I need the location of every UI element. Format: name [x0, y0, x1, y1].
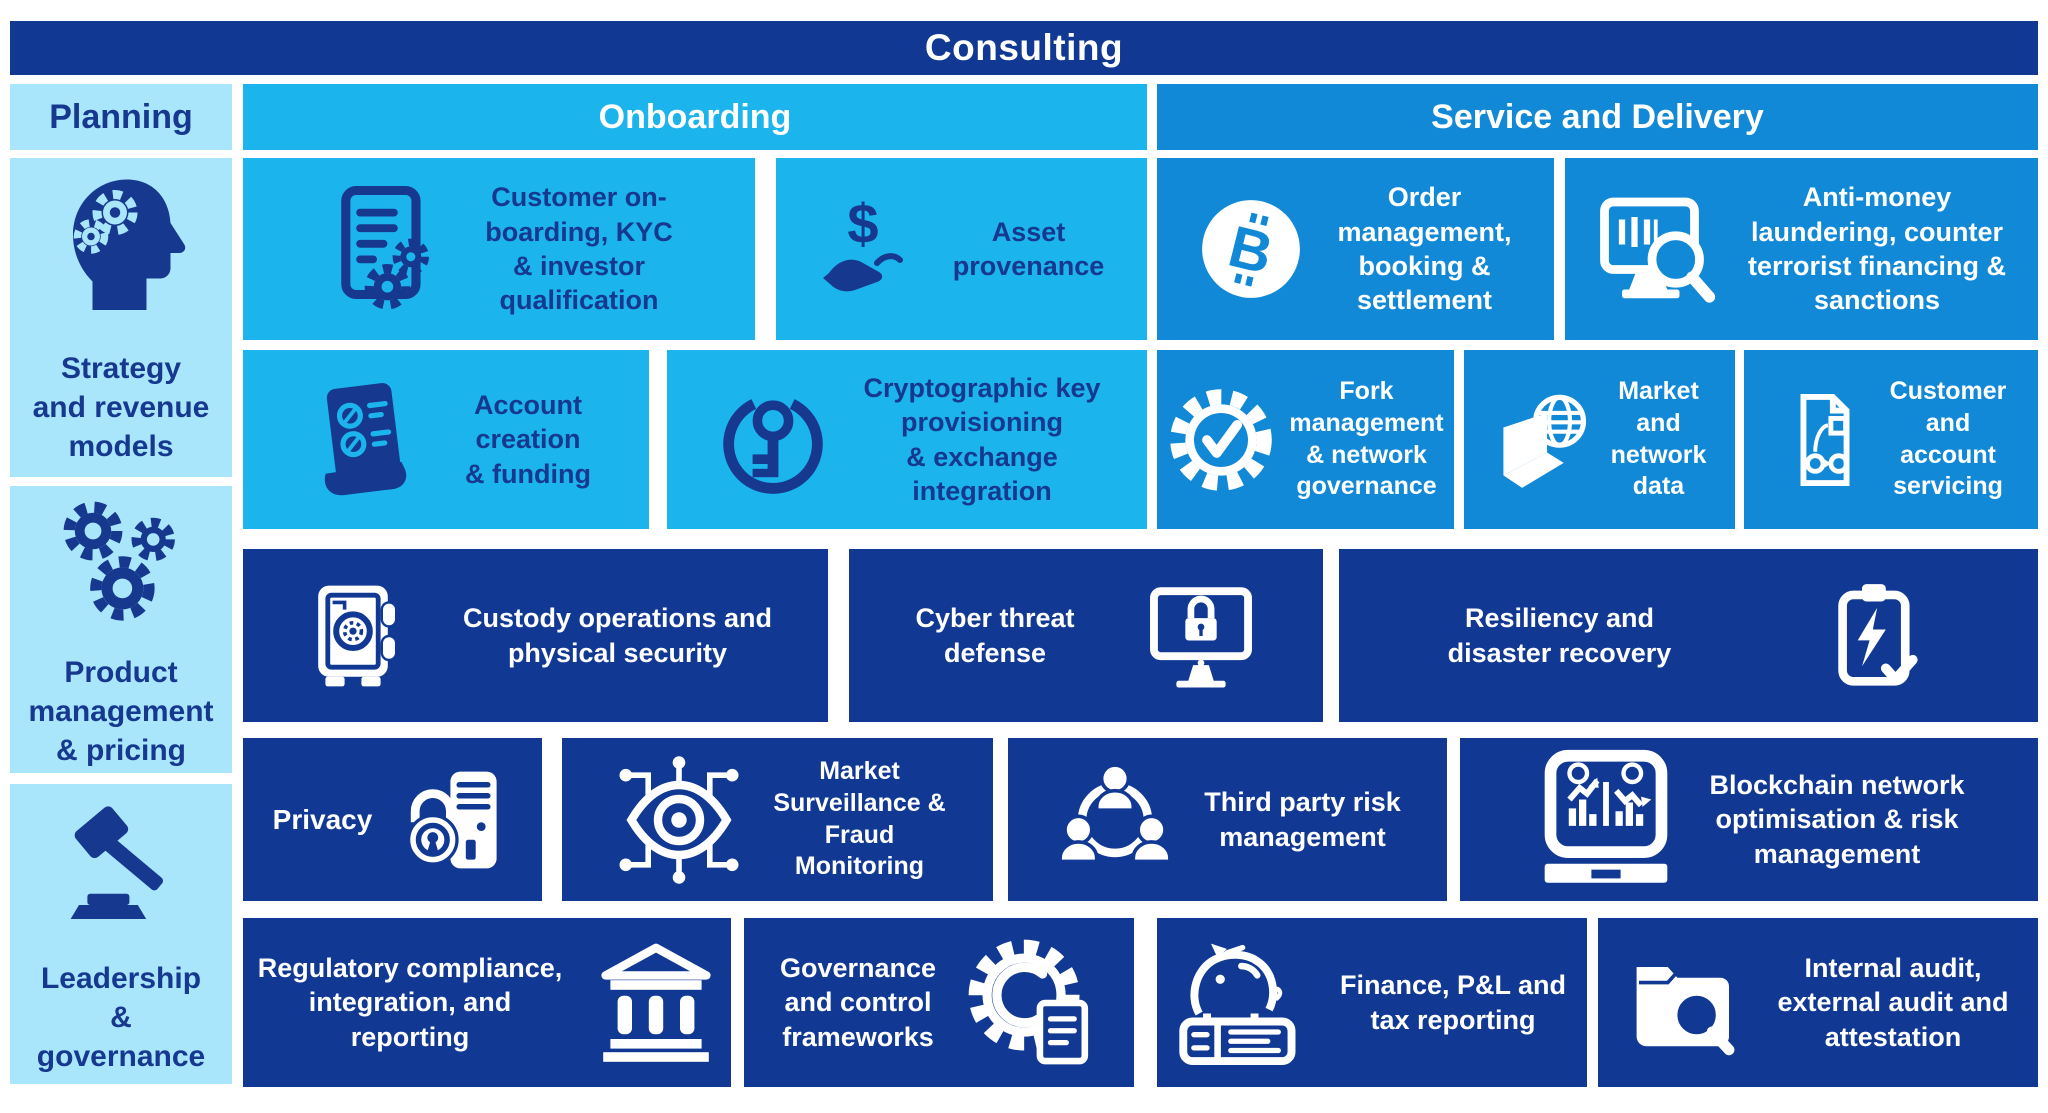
- tile-label: Account creation & funding: [465, 390, 591, 489]
- header-service-and-delivery: Service and Delivery: [1157, 84, 2038, 150]
- gavel-icon: [51, 793, 191, 933]
- monitor-charts-icon: [1533, 747, 1679, 893]
- gear-document-icon: [966, 937, 1098, 1069]
- folder-magnifier-icon: [1627, 943, 1747, 1063]
- tile-label: Internal audit, external audit and attes…: [1777, 953, 2009, 1052]
- header-planning-label: Planning: [49, 97, 193, 136]
- key-icon: [713, 380, 833, 500]
- tile-internal-external-audit: Internal audit, external audit and attes…: [1598, 918, 2038, 1087]
- tile-resiliency-disaster-recovery: Resiliency and disaster recovery: [1339, 549, 2038, 722]
- tile-label: Leadership & governance: [36, 961, 206, 1073]
- tile-label: Privacy: [272, 803, 373, 835]
- tile-label: Market Surveillance & Fraud Monitoring: [773, 757, 946, 881]
- tile-third-party-risk: Third party risk management: [1008, 738, 1447, 901]
- document-gears-icon: [325, 184, 455, 314]
- head-gears-icon: [46, 169, 196, 319]
- tile-cyber-threat-defense: Cyber threat defense: [849, 549, 1323, 722]
- tile-label: Fork management & network governance: [1289, 377, 1444, 501]
- laptop-globe-icon: [1493, 388, 1597, 492]
- tile-market-surveillance-fraud: Market Surveillance & Fraud Monitoring: [562, 738, 993, 901]
- page-title: Consulting: [924, 27, 1124, 68]
- tile-anti-money-laundering: Anti-money laundering, counter terrorist…: [1565, 158, 2038, 340]
- header-onboarding-label: Onboarding: [598, 97, 792, 136]
- tile-blockchain-network-optimisation: Blockchain network optimisation & risk m…: [1460, 738, 2038, 901]
- tile-label: Anti-money laundering, counter terrorist…: [1747, 182, 2007, 316]
- tile-label: Customer and account servicing: [1889, 377, 2007, 501]
- bank-icon: [596, 943, 716, 1063]
- tile-customer-onboarding-kyc: Customer on- boarding, KYC & investor qu…: [243, 158, 755, 340]
- tile-finance-pl-tax: Finance, P&L and tax reporting: [1157, 918, 1587, 1087]
- tile-label: Cryptographic key provisioning & exchang…: [863, 372, 1101, 506]
- tile-privacy: Privacy: [243, 738, 542, 901]
- eye-network-icon: [609, 750, 749, 890]
- bitcoin-icon: B: [1199, 197, 1303, 301]
- svg-text:$: $: [847, 194, 878, 255]
- tile-leadership-governance: Leadership & governance: [10, 784, 232, 1084]
- tile-label: Product management & pricing: [28, 656, 214, 767]
- tile-label: Governance and control frameworks: [779, 953, 937, 1052]
- tile-governance-control-frameworks: Governance and control frameworks: [744, 918, 1134, 1087]
- tile-label: Third party risk management: [1204, 787, 1401, 852]
- tile-product-management-pricing: Product management & pricing: [10, 486, 232, 773]
- tile-label: Strategy and revenue models: [32, 352, 210, 463]
- monitor-lock-icon: [1145, 580, 1257, 692]
- safe-icon: [299, 576, 419, 696]
- tile-label: Cyber threat defense: [915, 603, 1075, 668]
- gears-icon: [51, 489, 191, 629]
- tile-label: Finance, P&L and tax reporting: [1339, 970, 1567, 1035]
- tile-label: Blockchain network optimisation & risk m…: [1709, 770, 1965, 869]
- tile-custody-operations: Custody operations and physical security: [243, 549, 828, 722]
- tile-label: Resiliency and disaster recovery: [1447, 603, 1672, 668]
- piggybank-books-icon: [1178, 937, 1310, 1069]
- tile-label: Asset provenance: [952, 216, 1105, 281]
- consulting-banner: Consulting: [10, 21, 2038, 75]
- tile-asset-provenance: $ Asset provenance: [776, 158, 1147, 340]
- tile-label: Order management, booking & settlement: [1337, 182, 1512, 316]
- tile-label: Regulatory compliance, integration, and …: [257, 953, 563, 1052]
- tile-label: Market and network data: [1610, 377, 1707, 501]
- tile-regulatory-compliance: Regulatory compliance, integration, and …: [243, 918, 731, 1087]
- monitor-magnifier-icon: [1597, 187, 1722, 312]
- tile-label: Custody operations and physical security: [462, 603, 773, 668]
- header-onboarding: Onboarding: [243, 84, 1147, 150]
- document-flowchart-icon: [1776, 391, 1874, 489]
- clipboard-lightning-icon: [1821, 582, 1929, 690]
- dollar-hand-icon: $: [819, 194, 919, 304]
- tile-fork-management-governance: Fork management & network governance: [1157, 350, 1454, 529]
- tile-account-creation-funding: Account creation & funding: [243, 350, 649, 529]
- tile-strategy-revenue-models: Strategy and revenue models: [10, 158, 232, 477]
- gear-check-icon: [1167, 386, 1275, 494]
- tile-customer-account-servicing: Customer and account servicing: [1744, 350, 2038, 529]
- header-service-and-delivery-label: Service and Delivery: [1431, 97, 1764, 136]
- people-icon: [1054, 759, 1176, 881]
- header-planning: Planning: [10, 84, 232, 150]
- receipt-coins-icon: [301, 375, 431, 505]
- tile-market-network-data: Market and network data: [1464, 350, 1735, 529]
- server-lock-icon: [402, 765, 512, 875]
- tile-cryptographic-key-provisioning: Cryptographic key provisioning & exchang…: [667, 350, 1147, 529]
- tile-order-management-settlement: B Order management, booking & settlement: [1157, 158, 1554, 340]
- tile-label: Customer on- boarding, KYC & investor qu…: [485, 182, 673, 316]
